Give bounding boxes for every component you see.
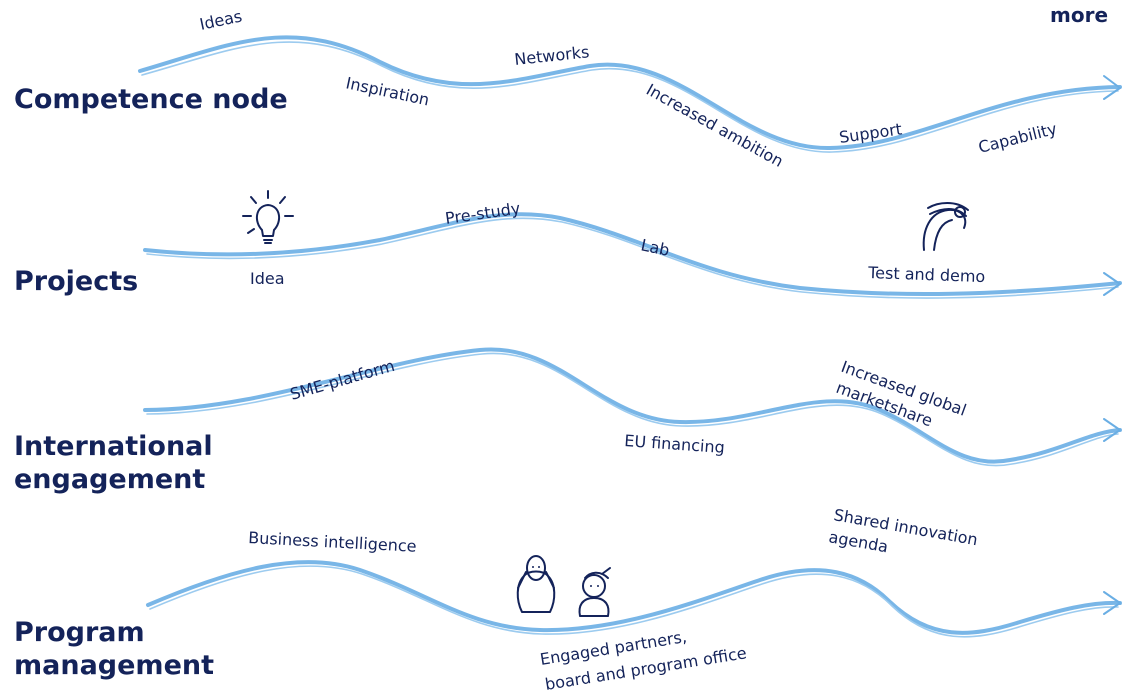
stream-arrow-icon (1103, 75, 1121, 100)
row-title: International (14, 431, 213, 462)
stream-arrow-icon (1103, 591, 1121, 615)
row-program-management: Program management Business intelligence… (14, 505, 1122, 694)
step-label: Idea (250, 269, 285, 288)
stream-line (138, 35, 1122, 151)
step-label: Pre-study (444, 199, 522, 228)
step-label: Capability (976, 119, 1058, 157)
row-title: management (14, 650, 214, 681)
row-international-engagement: International engagement SME-platform EU… (14, 347, 1122, 495)
row-title: engagement (14, 464, 205, 495)
stream-arrow-icon (1103, 272, 1121, 296)
row-title: Competence node (14, 84, 288, 115)
stream-line (146, 560, 1122, 635)
stream-line (143, 212, 1122, 297)
stream-line-shadow (146, 352, 1119, 467)
row-competence-node: Competence node Ideas Inspiration Networ… (14, 6, 1122, 171)
figure-at-screen-icon (922, 202, 969, 251)
step-label: Ideas (198, 6, 244, 33)
stream-line-shadow (149, 565, 1119, 638)
lightbulb-icon (242, 190, 294, 244)
row-title: Projects (14, 266, 138, 297)
step-label: Networks (513, 42, 590, 69)
stream-line (143, 347, 1122, 464)
row-projects: Projects Idea Pre-study Lab Test and dem… (14, 190, 1122, 299)
row-title: Program (14, 617, 145, 648)
stream-line-shadow (146, 217, 1119, 299)
man-icon (578, 567, 611, 617)
step-label: Business intelligence (248, 528, 417, 556)
step-label: Increased ambition (643, 80, 787, 171)
woman-icon (516, 555, 556, 613)
stream-arrow-icon (1103, 418, 1121, 442)
step-label: EU financing (624, 431, 726, 457)
step-label: Test and demo (867, 263, 986, 286)
stream-line-shadow (141, 41, 1119, 153)
step-label: Lab (639, 235, 671, 260)
step-label: SME-platform (288, 356, 397, 404)
more-label: more (1050, 3, 1108, 27)
